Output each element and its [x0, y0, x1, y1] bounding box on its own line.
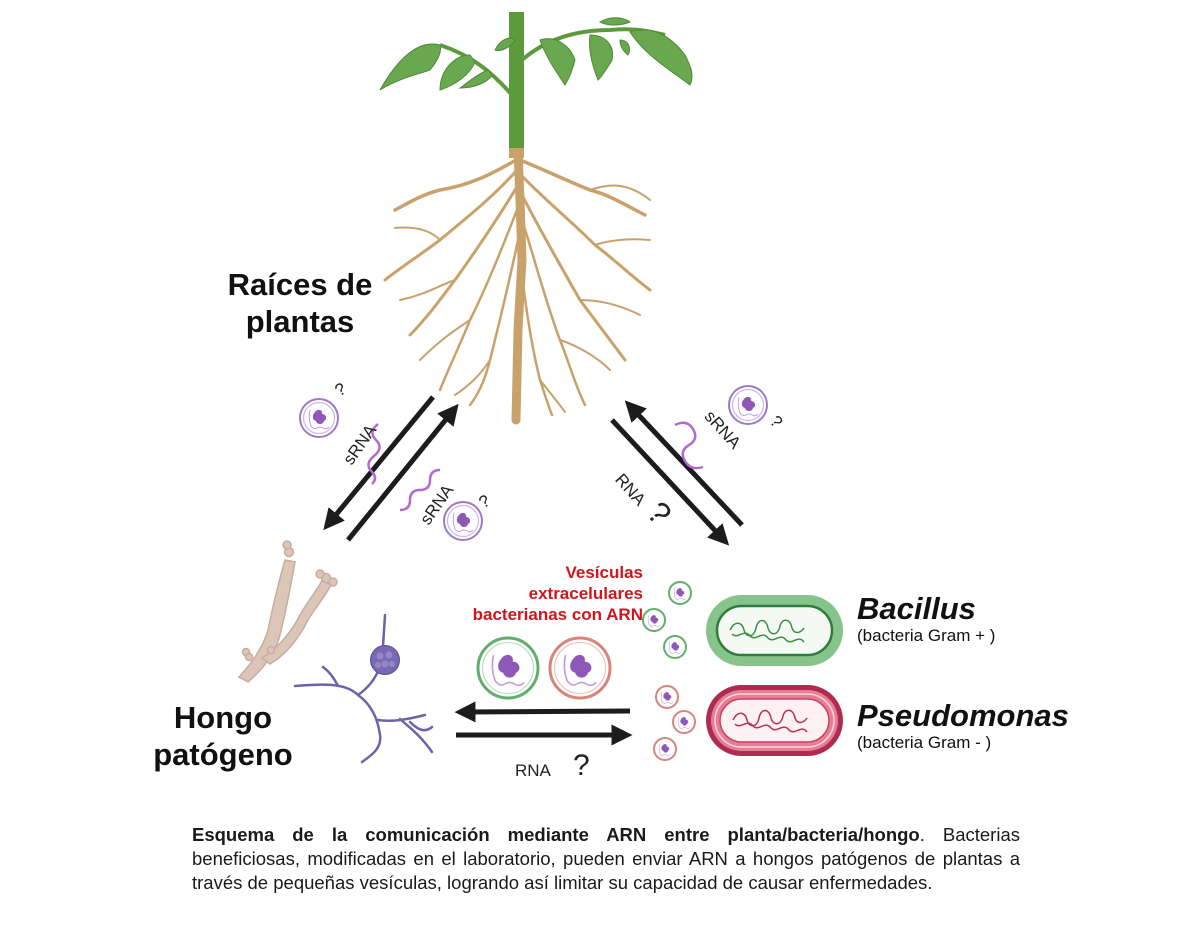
red-vesicle-large — [548, 636, 612, 700]
plant-illustration — [379, 12, 693, 425]
vesicle-icon — [443, 501, 483, 541]
caption-title: Esquema de la comunicación mediante ARN … — [192, 824, 920, 845]
plant-fungus-arrows — [299, 395, 483, 542]
vesicle-icon — [728, 385, 768, 425]
caption-title-period: . — [919, 824, 925, 845]
bacillus-gram: (bacteria Gram + ) — [857, 626, 996, 645]
bacillus-label: Bacillus (bacteria Gram + ) — [857, 592, 995, 646]
srna-wave-icon — [674, 421, 704, 470]
pseudomonas-label: Pseudomonas (bacteria Gram - ) — [857, 699, 1069, 753]
green-vesicle-large — [476, 636, 540, 700]
vesicle-icon — [299, 398, 339, 438]
vesicles-label-line1: Vesículas — [565, 563, 643, 582]
pseudomonas-name: Pseudomonas — [857, 698, 1069, 733]
sporangium-icon — [370, 645, 400, 675]
question-mark-large: ? — [573, 749, 590, 782]
arrow-fungus-to-plant — [346, 403, 459, 542]
root-system — [383, 145, 652, 425]
arrow-plant-to-fungus — [323, 395, 435, 531]
fungus-illustration — [237, 540, 434, 764]
fungus-label-line2: patógeno — [153, 737, 293, 772]
arrow-plant-to-bacteria — [610, 418, 730, 546]
rna-label-fungus-bacteria: RNA — [515, 761, 551, 780]
vesicles-label: Vesículas extracelulares bacterianas con… — [400, 562, 643, 625]
figure-caption: Esquema de la comunicación mediante ARN … — [192, 823, 1020, 895]
srna-wave-icon — [399, 468, 441, 512]
plant-roots-label: Raíces de plantas — [210, 266, 390, 340]
beige-hyphae — [237, 540, 338, 683]
arrow-bacteria-to-fungus — [454, 701, 631, 723]
arrow-bacteria-to-plant — [624, 400, 744, 527]
plant-bacteria-arrows — [610, 385, 768, 546]
plant-roots-label-line1: Raíces de — [227, 267, 373, 302]
plant-roots-label-line2: plantas — [245, 304, 355, 339]
bacillus-cell — [706, 595, 843, 666]
pseudomonas-gram: (bacteria Gram - ) — [857, 733, 992, 752]
leaves — [379, 17, 693, 97]
bacillus-name: Bacillus — [857, 591, 976, 626]
fungus-label: Hongo patógeno — [148, 699, 298, 773]
srna-wave-icon — [367, 423, 381, 485]
bacillus-vesicles — [642, 581, 692, 659]
stem — [509, 12, 524, 152]
pseudomonas-vesicles — [653, 685, 696, 761]
pseudomonas-cell — [706, 685, 843, 756]
vesicles-label-line3: bacterianas con ARN — [472, 605, 643, 624]
fungus-label-line1: Hongo — [173, 700, 273, 735]
caption-body: Bacterias beneficiosas, modificadas en e… — [192, 824, 1020, 893]
fungus-bacteria-arrows — [454, 701, 633, 746]
purple-mycelium — [293, 613, 434, 764]
vesicles-label-line2: extracelulares — [528, 584, 643, 603]
